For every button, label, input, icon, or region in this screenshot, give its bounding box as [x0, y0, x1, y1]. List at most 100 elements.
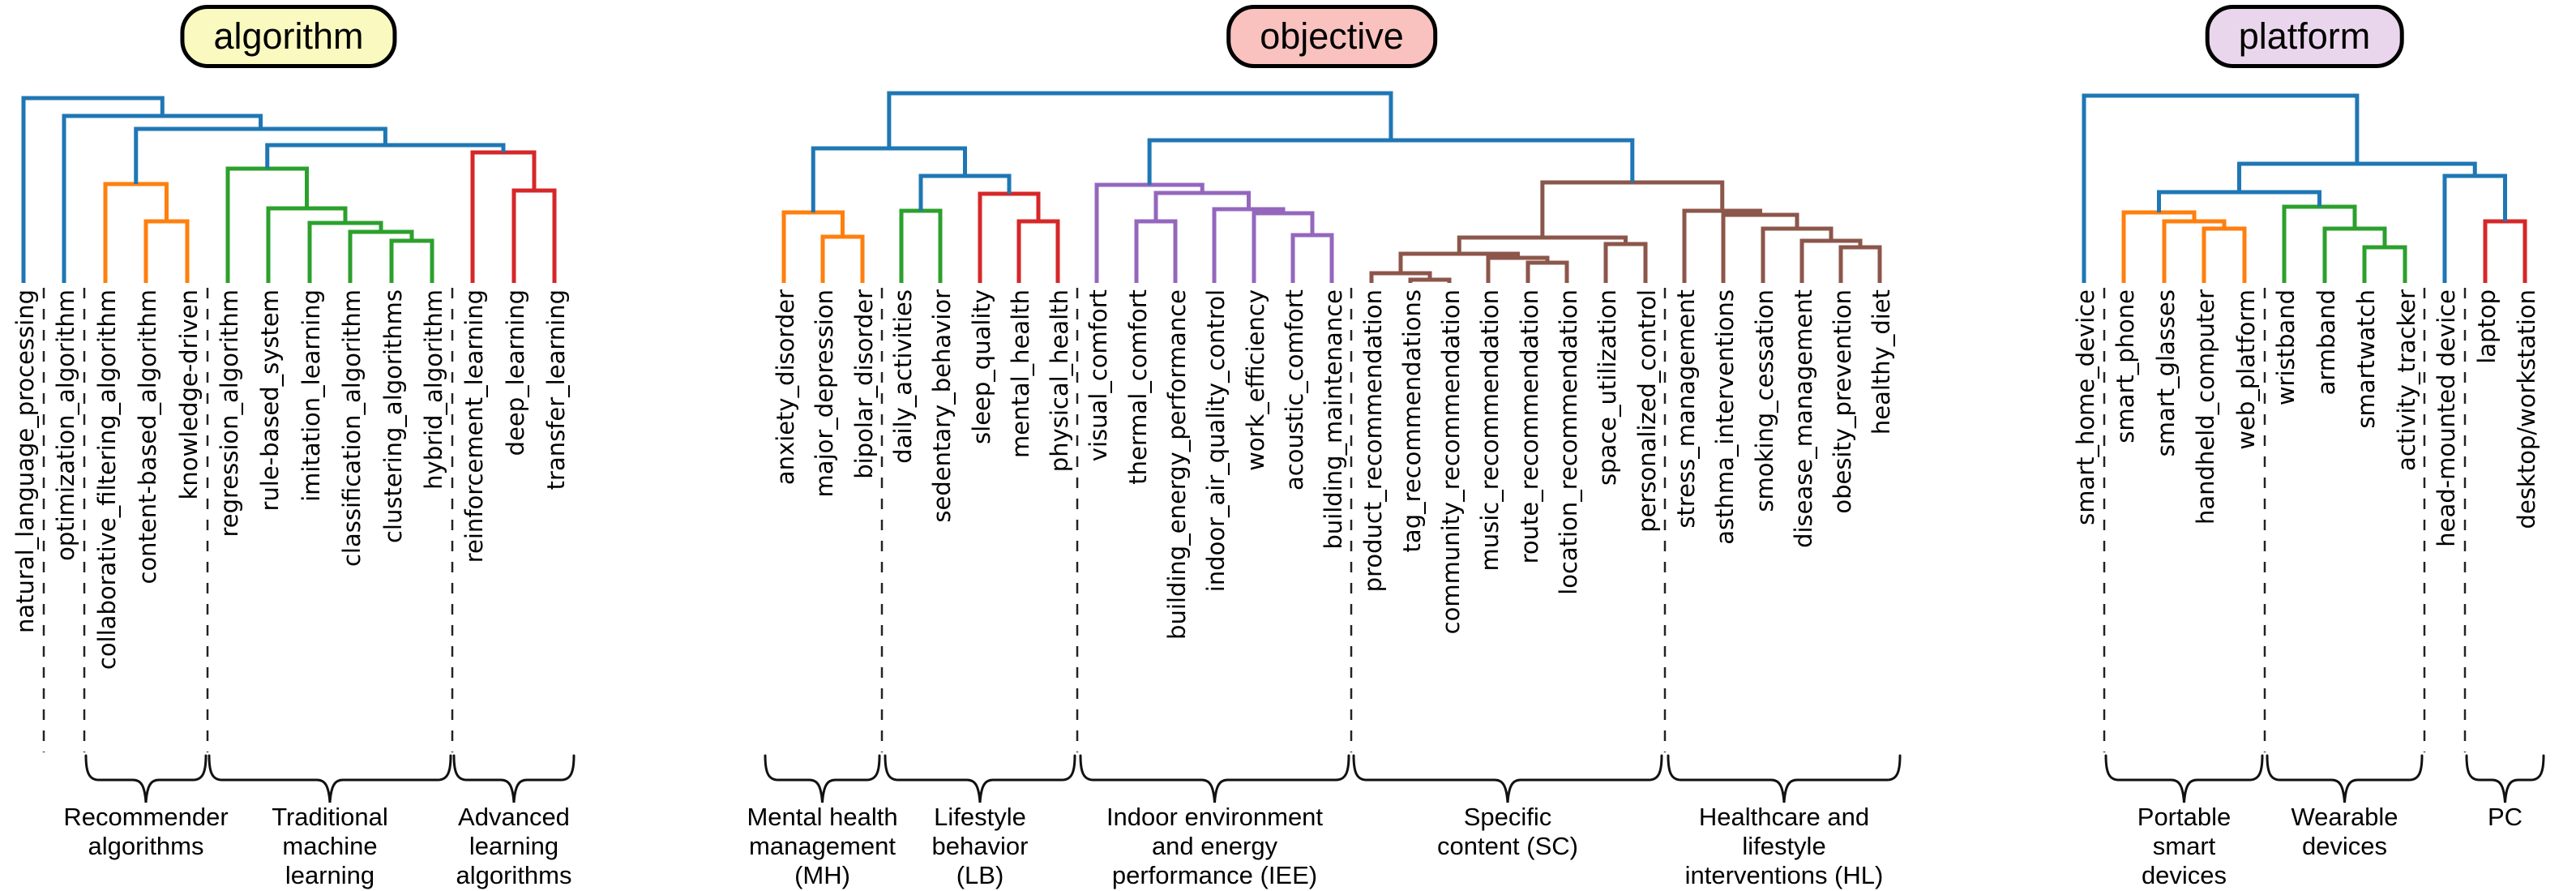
group-label-line: interventions (HL): [1684, 861, 1884, 889]
dendrogram-link: [103, 182, 169, 283]
group-label-line: (LB): [956, 861, 1004, 889]
leaf-label: rule-based_system: [256, 289, 284, 512]
leaf-label: daily_activities: [889, 289, 917, 464]
leaf-label: handheld_computer: [2192, 289, 2219, 525]
leaf-label: obesity_prevention: [1829, 289, 1856, 514]
dendrogram-link: [143, 219, 190, 283]
dendrogram-link: [1016, 219, 1060, 283]
dendrogram-link: [2362, 245, 2407, 283]
dendrogram-link: [1147, 138, 1635, 185]
group-label-line: Advanced: [458, 803, 570, 831]
group-brace: [452, 754, 576, 803]
group-label-line: algorithms: [456, 861, 572, 889]
group-label-line: devices: [2301, 832, 2388, 860]
leaf-label: laptop: [2473, 289, 2501, 364]
dendrogram-link: [1525, 260, 1569, 283]
dendrogram-link: [1212, 207, 1286, 283]
leaf-label: anxiety_disorder: [772, 289, 799, 486]
leaf-label: building_energy_performance: [1163, 289, 1191, 640]
group-label-line: management: [749, 832, 896, 860]
dendrogram-link: [2322, 226, 2387, 283]
dendrogram-link: [899, 208, 943, 283]
dendrogram-link: [1134, 219, 1178, 283]
group-label-line: performance (IEE): [1111, 861, 1318, 889]
leaf-label: mental_health: [1007, 289, 1034, 458]
leaf-label: community_recommendation: [1437, 289, 1465, 635]
group-brace: [208, 754, 452, 803]
group-brace: [2266, 754, 2424, 803]
dendrogram-link: [266, 206, 348, 283]
badge-objective: objective: [1226, 5, 1437, 68]
group-label-line: (MH): [794, 861, 850, 889]
leaf-label: acoustic_comfort: [1281, 289, 1308, 491]
dendrogram-link: [2282, 204, 2357, 283]
dendrogram-link: [2483, 219, 2527, 283]
group-label-line: learning: [285, 861, 375, 889]
leaf-label: activity_tracker: [2393, 289, 2420, 471]
dendrogram-link: [1761, 226, 1834, 283]
group-brace: [1079, 754, 1350, 803]
dendrogram-link: [511, 188, 557, 283]
leaf-label: regression_algorithm: [216, 289, 243, 538]
dendrogram-link: [389, 238, 434, 283]
dendrogram-link: [2237, 161, 2477, 192]
group-label-line: Lifestyle: [934, 803, 1026, 831]
leaf-label: work_efficiency: [1242, 289, 1269, 471]
dendrogram-link: [811, 146, 967, 212]
leaf-label: content-based_algorithm: [134, 289, 161, 585]
leaf-label: classification_algorithm: [338, 289, 366, 568]
group-brace: [84, 754, 208, 803]
group-brace: [1667, 754, 1902, 803]
leaf-label: clustering_algorithms: [379, 289, 407, 544]
dendrogram-link: [781, 210, 845, 283]
leaf-label: reinforcement_learning: [460, 289, 488, 563]
group-brace: [764, 754, 881, 803]
leaf-label: personalized_control: [1633, 289, 1661, 533]
dendrogram-link: [2202, 226, 2247, 283]
leaf-label: head-mounted device: [2433, 289, 2460, 547]
leaf-label: indoor_air_quality_control: [1202, 289, 1230, 593]
leaf-label: visual_comfort: [1085, 289, 1112, 462]
leaf-label: space_utilization: [1594, 289, 1621, 486]
group-label-line: Portable: [2137, 803, 2232, 831]
leaf-label: sedentary_behavior: [928, 289, 956, 523]
dendrogram-link: [978, 191, 1041, 283]
dendrogram-link: [1290, 233, 1334, 283]
leaf-label: major_depression: [811, 289, 838, 498]
group-label-line: algorithms: [88, 832, 204, 860]
leaf-label: knowledge-driven: [175, 289, 203, 500]
leaf-label: bipolar_disorder: [850, 289, 878, 479]
group-label-line: PC: [2487, 803, 2523, 831]
leaf-label: optimization_algorithm: [52, 289, 79, 561]
group-label-line: content (SC): [1436, 832, 1578, 860]
dendrogram-link: [2157, 190, 2321, 212]
leaf-label: asthma_interventions: [1711, 289, 1739, 545]
group-label-line: Healthcare and: [1698, 803, 1870, 831]
dendrogram-link: [1603, 242, 1648, 283]
leaf-label: imitation_learning: [297, 289, 325, 502]
dendrogram-link: [2082, 93, 2360, 283]
leaf-label: sleep_quality: [968, 289, 995, 444]
leaf-label: smartwatch: [2352, 289, 2380, 429]
group-label-line: lifestyle: [1742, 832, 1826, 860]
leaf-label: armband: [2313, 289, 2340, 396]
dendrogram-link: [265, 143, 506, 169]
group-label-line: machine: [282, 832, 378, 860]
badge-algorithm: algorithm: [180, 5, 397, 68]
leaf-label: tag_recommendations: [1398, 289, 1426, 553]
leaf-label: smart_home_device: [2072, 289, 2099, 525]
dendrogram-link: [134, 126, 387, 184]
dendrogram-link: [1408, 277, 1452, 283]
leaf-label: desktop/workstation: [2513, 289, 2540, 529]
dendrogram-link: [1094, 182, 1205, 283]
leaf-label: deep_learning: [502, 289, 529, 456]
dendrogram-link: [887, 91, 1393, 148]
